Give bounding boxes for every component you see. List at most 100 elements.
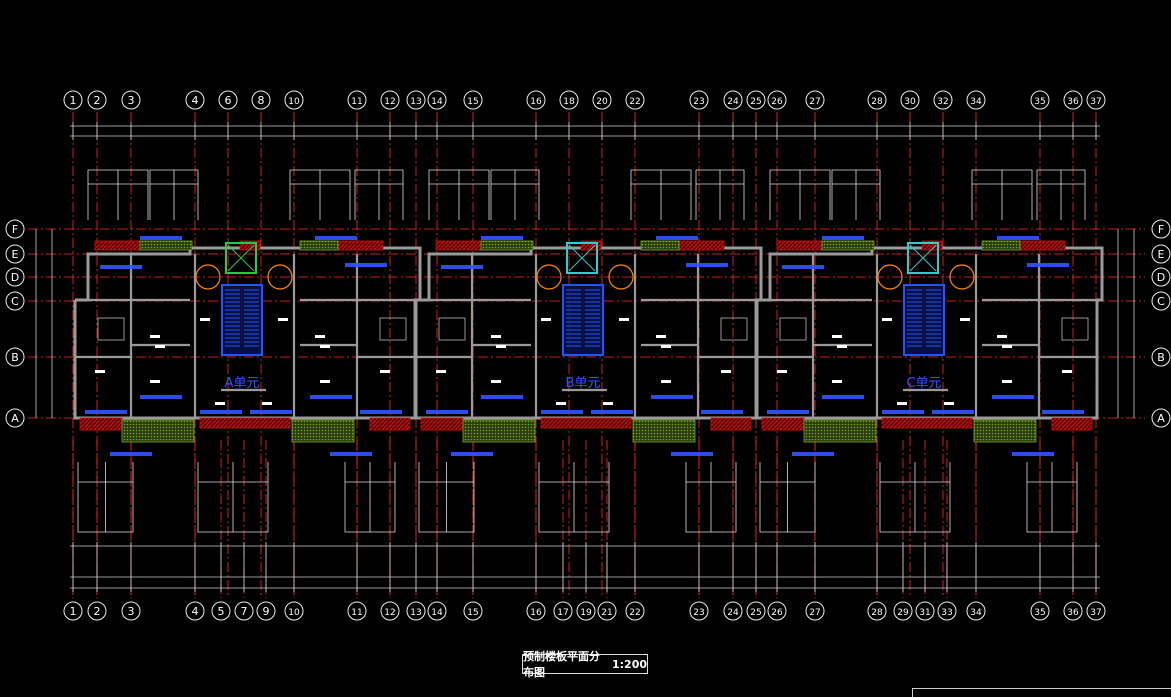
balcony-green: [973, 419, 1037, 443]
grid-bubble-top-label: 30: [904, 97, 916, 107]
grid-bubble-right-label: A: [1157, 412, 1165, 425]
grid-bubble-top: 14: [427, 90, 447, 110]
grid-bubble-top-label: 6: [225, 94, 232, 107]
grid-bubble-top-circle: [427, 90, 447, 110]
duct-circle: [267, 264, 293, 290]
grid-bubble-top-label: 15: [467, 97, 478, 107]
grid-bubble-bottom-circle: [893, 601, 913, 621]
grid-bubble-top-label: 3: [128, 94, 135, 107]
slab-label: [310, 395, 352, 399]
grid-bubble-top-circle: [1063, 90, 1083, 110]
slab-label: [686, 263, 728, 267]
bathroom-fixture: [779, 317, 807, 341]
grid-bubble-top-label: 35: [1034, 97, 1045, 107]
slab-label: [591, 410, 633, 414]
grid-bubble-bottom: 15: [463, 601, 483, 621]
grid-bubble-bottom: 19: [576, 601, 596, 621]
slab-label: [100, 265, 142, 269]
grid-bubble-top-circle: [406, 90, 426, 110]
grid-bubble-bottom-circle: [234, 601, 254, 621]
slab-red-bottom: [79, 417, 123, 431]
slab-label: [932, 410, 974, 414]
grid-bubble-left: C: [5, 291, 25, 311]
grid-bubble-bottom-circle: [915, 601, 935, 621]
grid-bubble-bottom-circle: [284, 601, 304, 621]
slab-label: [85, 410, 127, 414]
grid-bubble-top-label: 14: [431, 97, 443, 107]
grid-bubble-bottom-label: 37: [1090, 608, 1101, 618]
grid-bubble-bottom-circle: [746, 601, 766, 621]
stair-core: [903, 284, 945, 356]
grid-bubble-bottom-label: 2: [94, 605, 101, 618]
grid-bubble-top-circle: [900, 90, 920, 110]
room-tag: [215, 402, 225, 405]
grid-bubble-bottom-label: 21: [601, 608, 612, 618]
grid-bubble-top-label: 20: [596, 97, 608, 107]
room-tag: [944, 402, 954, 405]
grid-bubble-left-label: F: [12, 223, 18, 236]
duct-circle: [877, 264, 903, 290]
grid-bubble-bottom-label: 26: [771, 608, 783, 618]
grid-bubble-left-label: E: [12, 248, 19, 261]
grid-bubble-top: 28: [867, 90, 887, 110]
slab-label: [140, 236, 182, 240]
grid-bubble-bottom-circle: [185, 601, 205, 621]
bathroom-fixture: [97, 317, 125, 341]
slab-label: [992, 395, 1034, 399]
grid-bubble-top-label: 18: [563, 97, 575, 107]
slab-red: [1019, 240, 1066, 251]
grid-bubble-right-label: F: [1158, 223, 1164, 236]
grid-bubble-top: 13: [406, 90, 426, 110]
grid-bubble-bottom-circle: [427, 601, 447, 621]
room-tag: [619, 318, 629, 321]
grid-bubble-left: A: [5, 408, 25, 428]
balcony-green: [462, 419, 536, 443]
grid-bubble-right: F: [1151, 219, 1171, 239]
grid-bubble-bottom-label: 33: [941, 608, 952, 618]
slab-red: [580, 240, 602, 251]
grid-bubble-top: 35: [1030, 90, 1050, 110]
drawing-title: 预制楼板平面分布图: [523, 650, 600, 679]
slab-red-bottom: [881, 417, 973, 429]
grid-bubble-top-circle: [251, 90, 271, 110]
room-tag: [721, 370, 731, 373]
grid-bubble-bottom-circle: [966, 601, 986, 621]
room-tag: [960, 318, 970, 321]
slab-red: [678, 240, 725, 251]
unit-name: B单元: [566, 376, 601, 391]
room-tag: [278, 318, 288, 321]
room-tag: [436, 370, 446, 373]
grid-bubble-top-label: 11: [351, 97, 362, 107]
slab-label: [200, 410, 242, 414]
duct-circle: [608, 264, 634, 290]
room-tag: [1062, 370, 1072, 373]
bathroom-fixture: [720, 317, 748, 341]
slab-red-bottom: [369, 417, 411, 431]
room-tag: [200, 318, 210, 321]
grid-bubble-left-circle: [5, 267, 25, 287]
duct-circle: [949, 264, 975, 290]
grid-bubble-right: B: [1151, 347, 1171, 367]
elevator-cross: [909, 244, 937, 272]
grid-bubble-top-circle: [463, 90, 483, 110]
grid-bubble-top: 2: [87, 90, 107, 110]
grid-bubble-right: A: [1151, 408, 1171, 428]
slab-red-bottom: [1051, 417, 1093, 431]
balcony-green: [803, 419, 877, 443]
grid-bubble-top-label: 27: [809, 97, 820, 107]
grid-bubble-bottom: 37: [1086, 601, 1106, 621]
grid-bubble-bottom-circle: [211, 601, 231, 621]
grid-bubble-left: F: [5, 219, 25, 239]
grid-bubble-top: 11: [347, 90, 367, 110]
grid-bubble-top: 6: [218, 90, 238, 110]
grid-bubble-bottom-label: 27: [809, 608, 820, 618]
grid-bubble-top: 15: [463, 90, 483, 110]
grid-bubble-top-circle: [185, 90, 205, 110]
grid-bubble-bottom: 2: [87, 601, 107, 621]
slab-label: [451, 452, 493, 456]
grid-bubble-right-label: C: [1157, 295, 1165, 308]
grid-bubble-bottom-label: 19: [580, 608, 592, 618]
grid-bubble-top-circle: [767, 90, 787, 110]
room-tag: [897, 402, 907, 405]
elevator-cross: [568, 244, 596, 272]
